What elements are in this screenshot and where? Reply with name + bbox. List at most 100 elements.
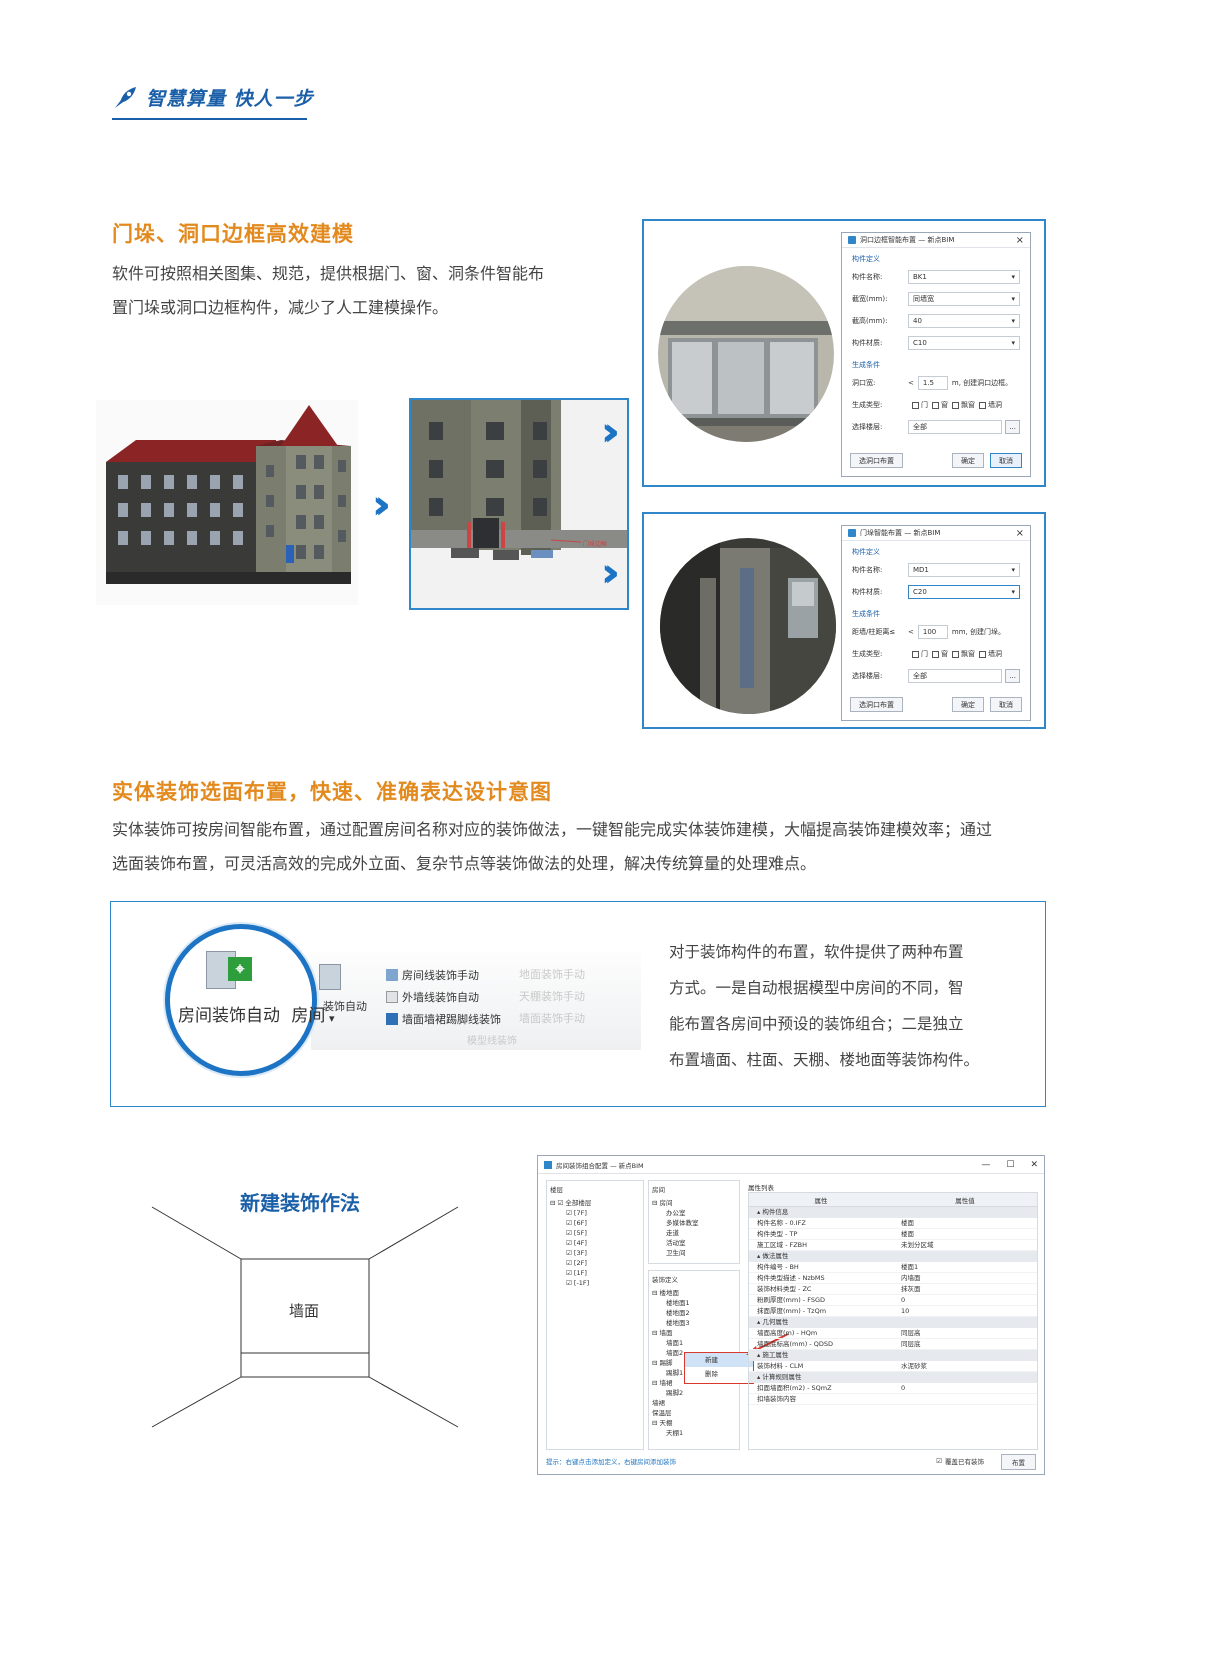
component-name-select[interactable]: BK1▾ <box>908 270 1020 284</box>
floor-input[interactable]: 全部 <box>908 669 1003 683</box>
floor-tree-item[interactable]: ☑ [6F] <box>566 1219 587 1227</box>
material-select[interactable]: C20▾ <box>908 585 1020 599</box>
deco-tree-item[interactable]: 墙面2 <box>666 1349 684 1357</box>
property-group[interactable]: ▴ 计算规则属性 <box>749 1372 1037 1383</box>
property-value[interactable]: 楼面1 <box>901 1263 919 1271</box>
room-tree-item[interactable]: ⊟ 房间 <box>652 1199 673 1207</box>
deco-tree-item[interactable]: ⊟ 墙面 <box>652 1329 673 1337</box>
context-menu-new[interactable]: 新建 <box>685 1353 753 1367</box>
ok-button[interactable]: 确定 <box>952 453 984 468</box>
checkbox[interactable] <box>952 401 959 409</box>
property-value[interactable] <box>893 1394 1037 1404</box>
floor-input[interactable]: 全部 <box>908 420 1003 434</box>
floor-tree-item[interactable]: ☑ [5F] <box>566 1229 587 1237</box>
deco-tree-item[interactable]: 楼地面3 <box>666 1319 690 1327</box>
property-row[interactable]: 扣墙装饰内容 <box>749 1394 1037 1405</box>
close-icon[interactable]: × <box>1015 234 1024 246</box>
distance-input[interactable]: 100 <box>917 625 948 639</box>
property-value[interactable]: 同层底 <box>901 1340 921 1348</box>
height-select[interactable]: 40▾ <box>908 314 1020 328</box>
checkbox[interactable] <box>932 650 939 658</box>
ribbon-item[interactable]: 墙面墙裙踢脚线装饰 <box>402 1013 501 1026</box>
property-value[interactable]: 内墙面 <box>901 1274 921 1282</box>
checkbox[interactable] <box>912 401 919 409</box>
checkbox[interactable] <box>952 650 959 658</box>
deco-tree-item[interactable]: ⊟ 墙裙 <box>652 1379 673 1387</box>
room-tree-item[interactable]: 活动室 <box>666 1239 686 1247</box>
more-button[interactable]: ... <box>1005 420 1020 434</box>
floor-tree-item[interactable]: ☑ [1F] <box>566 1269 587 1277</box>
deco-tree-item[interactable]: 楼地面2 <box>666 1309 690 1317</box>
width-select[interactable]: 同墙宽▾ <box>908 292 1020 306</box>
maximize-icon[interactable]: ☐ <box>1006 1159 1015 1170</box>
ribbon-item[interactable]: 外墙线装饰自动 <box>402 991 479 1004</box>
material-select[interactable]: C10▾ <box>908 336 1020 350</box>
apply-button[interactable]: 布置 <box>1001 1454 1036 1470</box>
property-group[interactable]: ▴ 几何属性 <box>749 1317 1037 1328</box>
room-decoration-auto-button[interactable]: 房间装饰自动 <box>178 1006 280 1026</box>
deco-tree-item[interactable]: ⊟ 楼地面 <box>652 1289 680 1297</box>
checkbox-checked-icon[interactable]: ☑ <box>936 1457 942 1465</box>
checkbox[interactable] <box>912 650 919 658</box>
context-menu-delete[interactable]: 删除 <box>705 1370 718 1378</box>
property-value[interactable]: 水泥砂浆 <box>901 1362 927 1370</box>
deco-tree-item[interactable]: 保温层 <box>652 1409 672 1417</box>
deco-tree-item[interactable]: 墙面1 <box>666 1339 684 1347</box>
minimize-icon[interactable]: — <box>981 1159 991 1170</box>
close-icon[interactable]: × <box>1015 527 1024 539</box>
ribbon-item[interactable]: 房间线装饰手动 <box>402 969 479 982</box>
component-name-select[interactable]: MD1▾ <box>908 563 1020 577</box>
property-group[interactable]: ▴ 施工属性 <box>749 1350 1037 1361</box>
ok-button[interactable]: 确定 <box>952 697 984 712</box>
more-button[interactable]: ... <box>1005 669 1020 683</box>
room-tree-item[interactable]: 卫生间 <box>666 1249 686 1257</box>
opening-width-input[interactable]: 1.5 <box>917 376 948 390</box>
select-opening-button[interactable]: 选洞口布置 <box>850 453 903 468</box>
deco-tree-item[interactable]: 踢脚1 <box>666 1369 684 1377</box>
deco-tree-item[interactable]: 楼地面1 <box>666 1299 690 1307</box>
property-value[interactable]: 0 <box>901 1296 906 1304</box>
property-value[interactable]: 同层高 <box>901 1329 921 1337</box>
cancel-button[interactable]: 取消 <box>990 453 1022 468</box>
room-tree-item[interactable]: 走道 <box>666 1229 679 1237</box>
deco-tree-item[interactable]: ⊟ 踢脚 <box>652 1359 673 1367</box>
property-value[interactable]: 楼面 <box>901 1230 914 1238</box>
deco-tree-item[interactable]: 墙裙 <box>652 1399 665 1407</box>
deco-tree-item[interactable]: 踢脚2 <box>666 1389 684 1397</box>
close-icon[interactable]: ✕ <box>1030 1159 1038 1170</box>
property-group[interactable]: ▴ 做法属性 <box>749 1251 1037 1262</box>
floor-tree-item[interactable]: ☑ [2F] <box>566 1259 587 1267</box>
checkbox[interactable] <box>932 401 939 409</box>
floor-tree-item[interactable]: ☑ [4F] <box>566 1239 587 1247</box>
overwrite-option[interactable]: ☑覆盖已有装饰 <box>936 1456 984 1466</box>
checkbox[interactable] <box>979 401 986 409</box>
chevron-down-icon[interactable]: ▾ <box>329 1012 335 1025</box>
room-tree-item[interactable]: 办公室 <box>666 1209 686 1217</box>
property-value[interactable]: 10 <box>901 1307 910 1315</box>
deco-tree-item[interactable]: ⊟ 天棚 <box>652 1419 673 1427</box>
property-value[interactable]: 抹灰面 <box>901 1285 921 1293</box>
property-value[interactable]: 0 <box>901 1384 906 1392</box>
decoration-auto-button[interactable]: 装饰自动 <box>323 1000 367 1013</box>
property-group[interactable]: ▴ 构件信息 <box>749 1207 1037 1218</box>
property-value[interactable]: 楼面 <box>901 1219 914 1227</box>
deco-tree-item[interactable]: 天棚1 <box>666 1429 684 1437</box>
cancel-button[interactable]: 取消 <box>990 697 1022 712</box>
room-tree-item[interactable]: 多媒体教室 <box>666 1219 699 1227</box>
floor-tree-item[interactable]: ☑ [-1F] <box>566 1279 590 1287</box>
floor-tree-item[interactable]: ☑ [3F] <box>566 1249 587 1257</box>
floor-tree-item[interactable]: ⊟ ☑ 全部楼层 <box>550 1199 592 1207</box>
checkbox[interactable] <box>979 650 986 658</box>
